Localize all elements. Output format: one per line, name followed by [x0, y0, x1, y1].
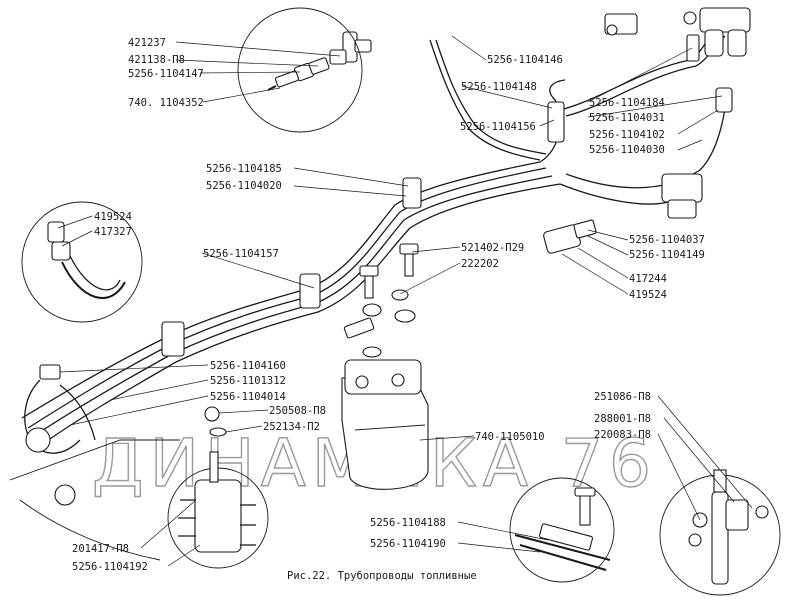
label-5256-1104160: 5256-1104160 [210, 360, 286, 372]
label-251086-p8: 251086-П8 [594, 391, 651, 403]
label-417327: 417327 [94, 226, 132, 238]
pressure-sensor [543, 219, 597, 254]
injector-line-detail [47, 221, 126, 299]
pipe-clamps [161, 34, 733, 357]
pipe-to-filters [429, 29, 729, 205]
label-5256-1104037: 5256-1104037 [629, 234, 705, 246]
detail-circle-left [21, 201, 143, 323]
label-5256-1104190: 5256-1104190 [370, 538, 446, 550]
label-5256-1104148: 5256-1104148 [461, 81, 537, 93]
label-5256-1104156: 5256-1104156 [460, 121, 536, 133]
part-labels: 421237 421138-П8 5256-1104147 740. 11043… [72, 37, 705, 573]
label-5256-1104102: 5256-1104102 [589, 129, 665, 141]
nut-washer [204, 406, 227, 437]
label-5256-1104014: 5256-1104014 [210, 391, 286, 403]
banjo-bolts [343, 243, 419, 358]
label-222202: 222202 [461, 258, 499, 270]
label-740-1104352: 740. 1104352 [128, 97, 204, 109]
label-419524-right: 419524 [629, 289, 667, 301]
label-5256-1104157: 5256-1104157 [203, 248, 279, 260]
label-421237: 421237 [128, 37, 166, 49]
label-521402-p29: 521402-П29 [461, 242, 524, 254]
label-740-1105010: 740-1105010 [475, 431, 545, 443]
label-5256-1104020: 5256-1104020 [206, 180, 282, 192]
label-421138-p8: 421138-П8 [128, 54, 185, 66]
top-fitting-union [267, 57, 330, 91]
detail-circle-top [237, 7, 363, 133]
label-5256-1104149: 5256-1104149 [629, 249, 705, 261]
label-5256-1104188: 5256-1104188 [370, 517, 446, 529]
fine-filter-assembly [604, 7, 751, 57]
label-5256-1104185: 5256-1104185 [206, 163, 282, 175]
label-5256-1104184: 5256-1104184 [589, 97, 665, 109]
label-252134-p2: 252134-П2 [263, 421, 320, 433]
left-injector-lines [9, 364, 180, 561]
connector-block [178, 451, 256, 553]
label-419524-top: 419524 [94, 211, 132, 223]
label-5256-1104147: 5256-1104147 [128, 68, 204, 80]
label-201417-p8: 201417-П8 [72, 543, 129, 555]
pipe-bundle [21, 161, 561, 447]
detail-circle-clip [509, 477, 615, 583]
pump-unit [661, 173, 703, 219]
coarse-filter [341, 359, 429, 490]
figure-caption: Рис.22. Трубопроводы топливные [287, 570, 477, 582]
label-5256-1101312: 5256-1101312 [210, 375, 286, 387]
label-5256-1104031: 5256-1104031 [589, 112, 665, 124]
label-250508-p8: 250508-П8 [269, 405, 326, 417]
clip-detail [514, 487, 611, 571]
label-5256-1104192: 5256-1104192 [72, 561, 148, 573]
label-417244: 417244 [629, 273, 667, 285]
label-5256-1104146: 5256-1104146 [487, 54, 563, 66]
label-220083-p8: 220083-П8 [594, 429, 651, 441]
label-288001-p8: 288001-П8 [594, 413, 651, 425]
label-5256-1104030: 5256-1104030 [589, 144, 665, 156]
leader-lines [57, 35, 753, 567]
bracket-detail [688, 469, 769, 585]
top-fitting-tee [329, 31, 372, 65]
